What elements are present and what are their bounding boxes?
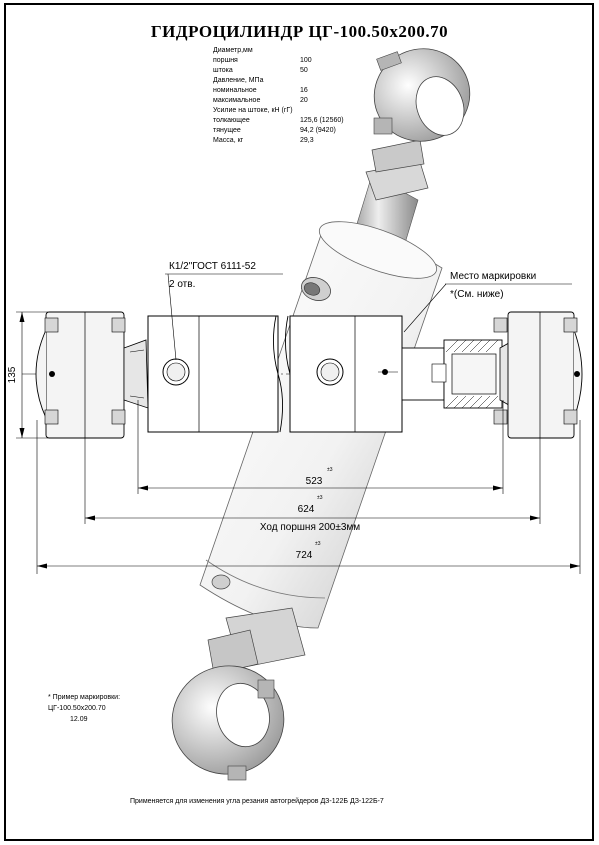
spec-value: 94,2 (9420) [300, 127, 336, 134]
spec-value: 125,6 (12560) [300, 117, 344, 124]
spec-label: Масса, кг [213, 137, 244, 144]
spec-label: максимальное [213, 97, 261, 104]
marking-ref-text: *(См. ниже) [450, 289, 504, 300]
upper-eye-bore [415, 76, 465, 136]
lower-bolt-head [257, 679, 275, 699]
dim-624-text: 624 [298, 504, 315, 515]
right-bolt-nut [493, 317, 508, 333]
dim-724-text: 724 [296, 550, 313, 561]
left-bolt-nut [44, 317, 59, 333]
lower-bolt-block [207, 629, 259, 675]
upper-port-hole [303, 282, 321, 296]
spec-value: 29,3 [300, 137, 314, 144]
left-bolt-nut [44, 409, 59, 425]
left-neck-hatch [129, 349, 145, 353]
port-holes-text: 2 отв. [169, 279, 195, 290]
spec-value: 50 [300, 67, 308, 74]
right-pin-mark [574, 371, 580, 377]
rod-collar [431, 363, 447, 383]
right-bolt-nut [493, 409, 508, 425]
barrel-ring-line [205, 559, 326, 599]
left-bolt-nut [111, 317, 126, 333]
drawing-title: ГИДРОЦИЛИНДР ЦГ-100.50х200.70 [150, 22, 449, 41]
thread-leader [167, 273, 177, 361]
lower-port-boss [211, 574, 231, 590]
left-bolt-nut [111, 409, 126, 425]
left-clevis-nose [35, 329, 47, 419]
section-hatching [445, 339, 499, 409]
stroke-text: Ход поршня 200±3мм [260, 522, 360, 533]
barrel-top-cap [318, 221, 438, 279]
marking-example-heading: * Пример маркировки: [48, 694, 121, 701]
right-bolt-nut [563, 317, 578, 333]
right-bolt-nut [563, 409, 578, 425]
spec-label: Давление, МПа [213, 77, 264, 84]
dim-135-text: 135 [7, 366, 18, 383]
left-port-inner [166, 362, 186, 382]
lower-eye-bore [216, 682, 270, 748]
dim-tolerance: ±3 [327, 467, 333, 473]
spec-label: тянущее [213, 127, 241, 134]
marking-example: * Пример маркировки: ЦГ-100.50х200.70 12… [48, 692, 120, 725]
marking-place-text: Место маркировки [450, 271, 536, 282]
upper-grease-fitting [376, 51, 402, 71]
drawing-frame [4, 3, 594, 841]
dim-tolerance: ±3 [317, 495, 323, 501]
left-neck [123, 339, 149, 409]
dim-tolerance: ±3 [315, 541, 321, 547]
spec-value: 20 [300, 97, 308, 104]
marking-leader [403, 283, 447, 333]
upper-neck [371, 139, 425, 173]
break-line [273, 315, 283, 433]
callout-leaders [165, 273, 572, 361]
spec-value: 16 [300, 87, 308, 94]
spec-label: поршня [213, 57, 238, 64]
left-neck-hatch [129, 395, 145, 399]
port-thread-text: К1/2"ГОСТ 6111-52 [169, 261, 256, 272]
spec-label: номинальное [213, 87, 257, 94]
marking-example-line2: 12.09 [70, 716, 88, 723]
dimension-lines [16, 311, 581, 574]
marking-example-line1: ЦГ-100.50х200.70 [48, 705, 106, 712]
upper-bolt-head [373, 117, 393, 135]
spec-label: толкающее [213, 117, 250, 124]
dim-523-text: 523 [306, 476, 323, 487]
rod-thread-bore [451, 353, 497, 395]
right-port-inner [320, 362, 340, 382]
left-pin-mark [49, 371, 55, 377]
spec-label: штока [213, 67, 233, 74]
dimension-arrows [19, 312, 580, 569]
footer-note: Применяется для изменения угла резания а… [130, 798, 384, 805]
spec-label: Усилие на штоке, кН (гГ) [213, 107, 293, 114]
lower-grease-fitting [227, 765, 247, 781]
spec-value: 100 [300, 57, 312, 64]
spec-label: Диаметр,мм [213, 47, 253, 54]
cylinder-side-view [22, 311, 583, 439]
